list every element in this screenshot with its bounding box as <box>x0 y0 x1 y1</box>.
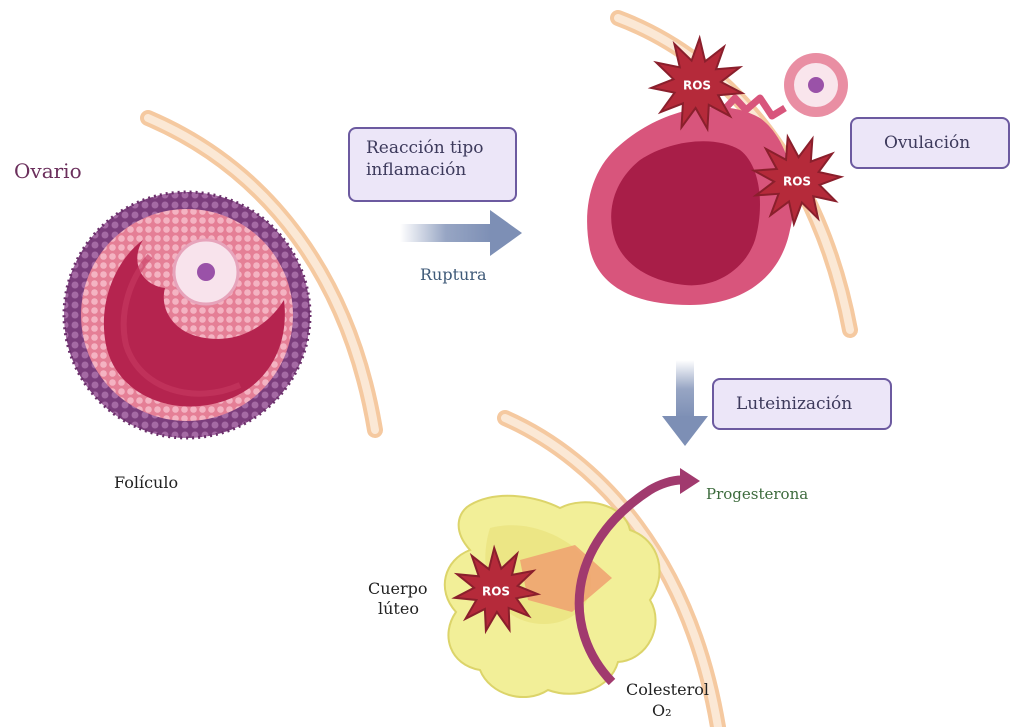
corpus-luteum-label-line2: lúteo <box>378 600 419 618</box>
rupture-arrow <box>400 210 522 256</box>
luteinization-box: Luteinización <box>712 378 892 430</box>
ovary-label: Ovario <box>14 160 82 183</box>
oxygen-label: O₂ <box>652 702 672 720</box>
ros-label-bottom: ROS <box>482 585 510 599</box>
follicle-label: Folículo <box>114 474 178 492</box>
ros-label-top: ROS <box>683 79 711 93</box>
released-oocyte <box>784 53 848 117</box>
corpus-luteum-label-line1: Cuerpo <box>368 580 428 598</box>
rupture-label: Ruptura <box>420 266 487 284</box>
oocyte-nucleus <box>197 263 215 281</box>
follicle <box>64 192 310 438</box>
ovulation-label: Ovulación <box>884 133 970 153</box>
ruptured-follicle <box>587 98 794 305</box>
inflammation-line1: Reacción tipo <box>366 137 515 159</box>
luteinization-arrow <box>662 360 708 446</box>
ovulation-box: Ovulación <box>850 117 1010 169</box>
luteinization-label: Luteinización <box>736 394 852 414</box>
progesterone-label: Progesterona <box>706 486 808 503</box>
ros-label-right: ROS <box>783 175 811 189</box>
cholesterol-label: Colesterol <box>626 681 709 699</box>
inflammation-line2: inflamación <box>366 159 515 181</box>
inflammation-box: Reacción tipo inflamación <box>348 127 517 202</box>
